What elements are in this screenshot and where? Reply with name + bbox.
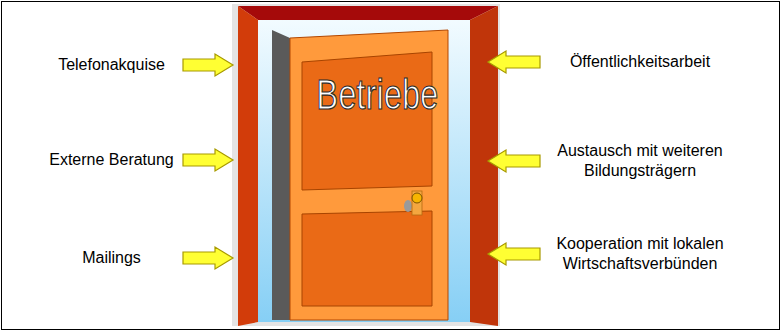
door-node: Betriebe	[233, 4, 488, 326]
node-label: Externe Beratung	[49, 150, 174, 170]
door-lintel	[238, 6, 498, 20]
node-label: Austausch mit weiteren Bildungsträgern	[540, 141, 740, 181]
source-label-node: Öffentlichkeitsarbeit	[540, 50, 740, 74]
knob-plate	[412, 191, 422, 215]
node-label: Telefonakquise	[58, 55, 165, 75]
source-label-node: Externe Beratung	[40, 148, 183, 172]
left-jamb	[238, 6, 258, 326]
knob-shadow	[404, 200, 412, 212]
door-leaf	[290, 30, 448, 320]
block-arrow	[488, 243, 540, 265]
source-label-node: Telefonakquise	[40, 53, 183, 77]
source-label-node: Kooperation mit lokalen Wirtschaftsverbü…	[540, 232, 740, 276]
source-label-node: Mailings	[40, 246, 183, 270]
block-arrow	[183, 149, 233, 171]
door-edge	[272, 30, 290, 320]
block-arrow	[183, 247, 233, 269]
block-arrow	[183, 54, 233, 76]
lower-panel	[302, 211, 432, 306]
upper-panel	[302, 52, 432, 190]
node-label: Kooperation mit lokalen Wirtschaftsverbü…	[540, 234, 740, 274]
block-arrow	[488, 150, 540, 172]
right-jamb	[470, 6, 498, 326]
source-label-node: Austausch mit weiteren Bildungsträgern	[540, 139, 740, 183]
frame-background	[232, 4, 500, 326]
door-opening	[258, 20, 470, 322]
door-knob	[412, 193, 422, 203]
door-title: Betriebe	[316, 70, 417, 120]
block-arrow	[488, 51, 540, 73]
node-label: Mailings	[82, 248, 141, 268]
node-label: Öffentlichkeitsarbeit	[570, 52, 710, 72]
